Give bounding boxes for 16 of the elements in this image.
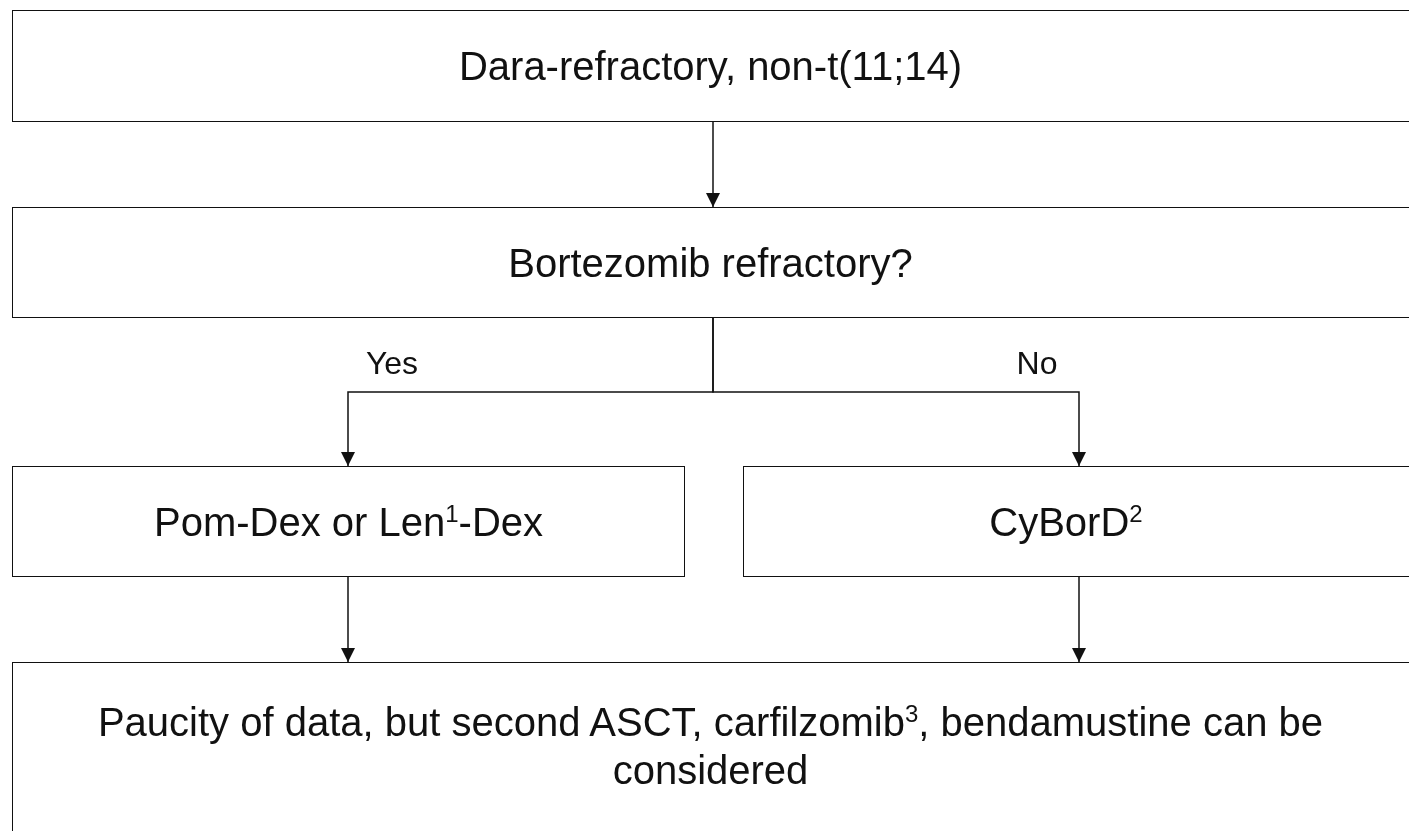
edge-label: No [1016, 345, 1058, 382]
arrow [341, 576, 355, 663]
box-text: Bortezomib refractory? [508, 239, 913, 287]
arrow [1072, 576, 1086, 663]
edge-label: Yes [365, 345, 419, 382]
process-box [12, 207, 1409, 318]
arrow [712, 317, 1086, 467]
process-box [743, 466, 1409, 577]
box-text: Paucity of data, but second ASCT, carfilzomib$^{3}$, bendamustine can be considered [96, 698, 1325, 794]
process-box [12, 10, 1409, 122]
box-text: CyBorD$^{2}$ [989, 498, 1143, 546]
box-text: Pom-Dex or Len$^{1}$-Dex [153, 498, 543, 546]
arrow [706, 121, 720, 208]
process-box [12, 466, 685, 577]
process-box [12, 662, 1409, 831]
box-text: Dara-refractory, non-t(11;14) [458, 43, 963, 90]
